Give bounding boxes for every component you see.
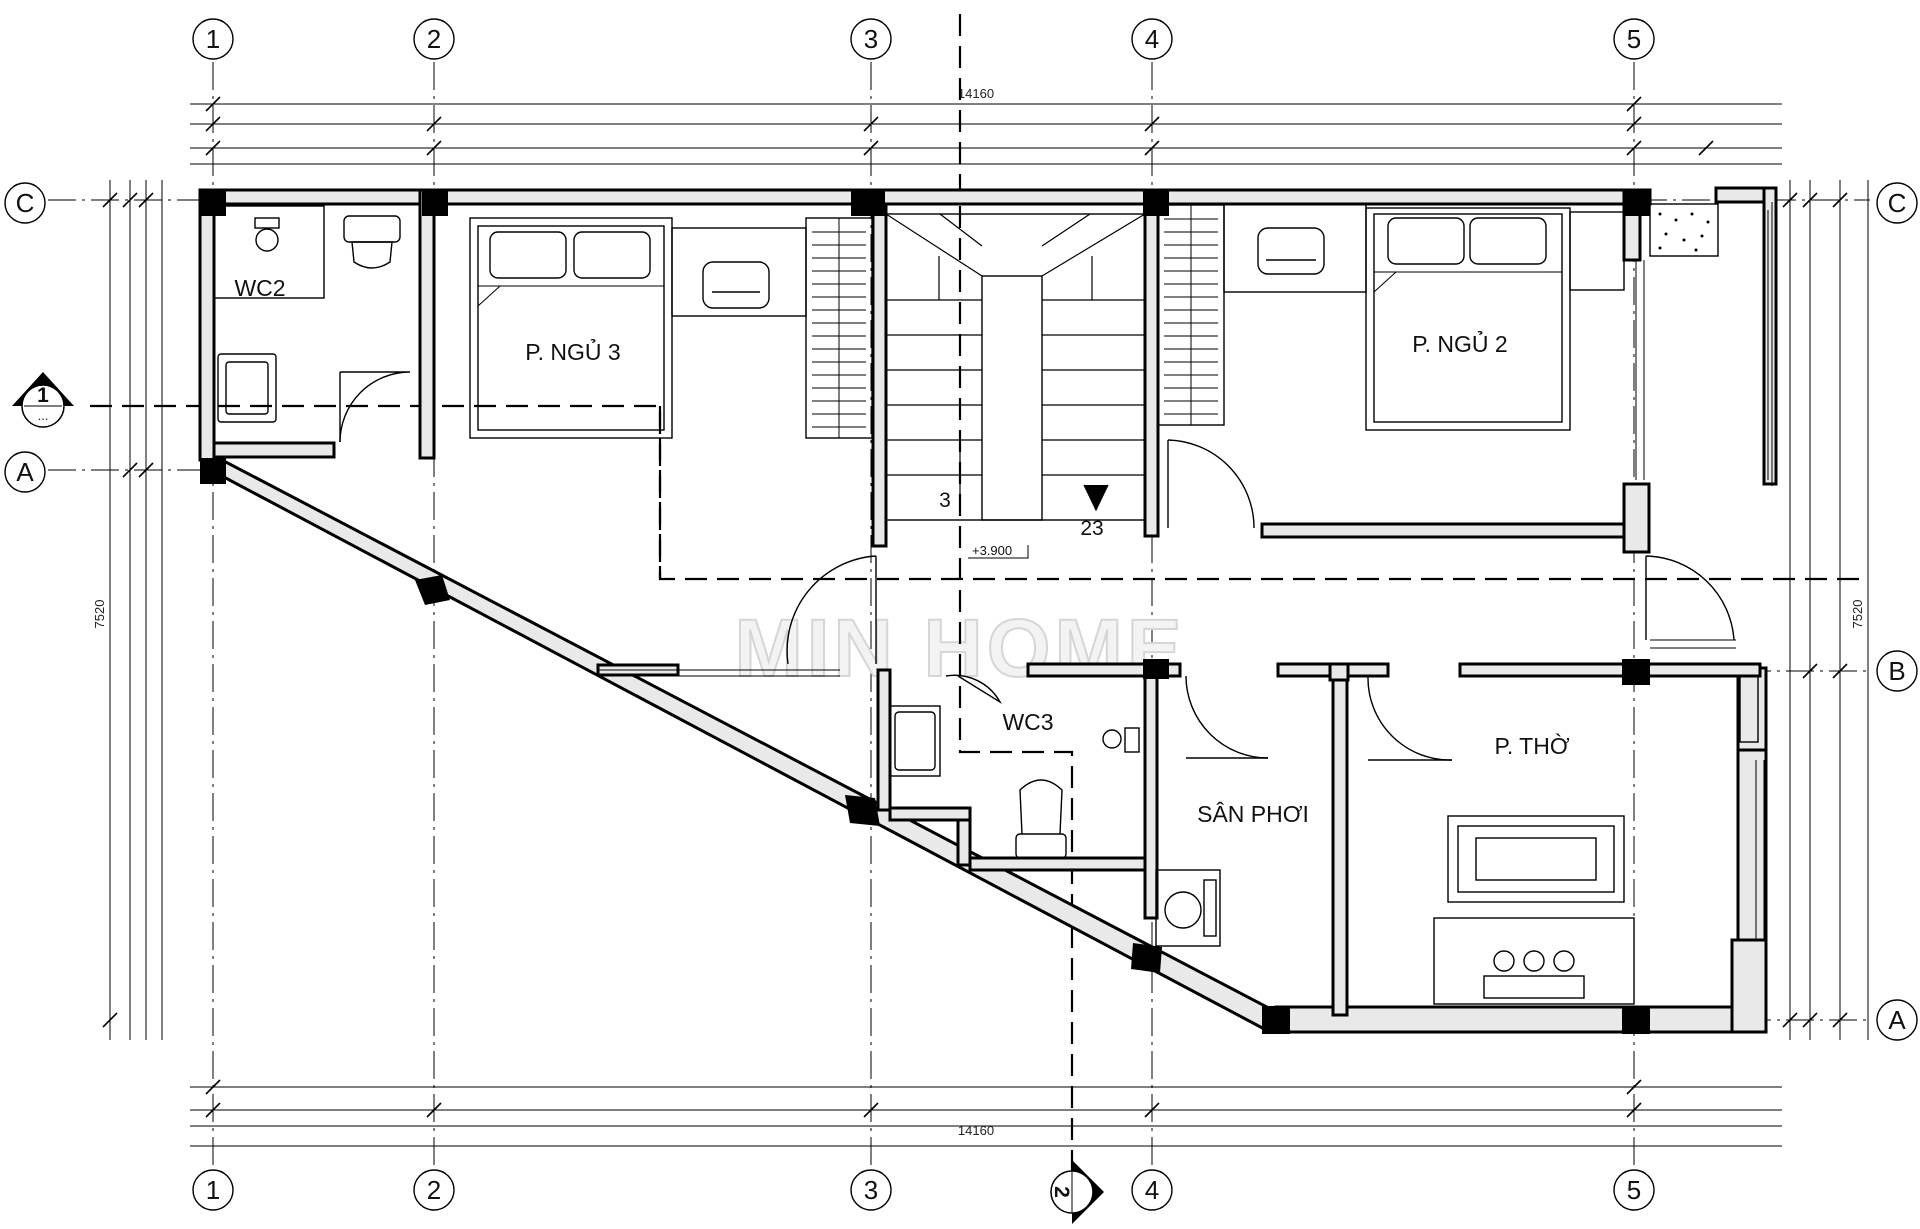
section-marker-1-sheet: ... [38,408,49,423]
dimension-left-total: 7520 [92,600,107,629]
stair-step-start: 3 [939,489,951,512]
section-marker-1 [12,372,74,428]
grid-bubbles-top [192,18,1655,60]
svg-text:+3.900: +3.900 [972,543,1012,558]
grid-label-top-4: 4 [1145,24,1159,54]
grid-bubbles-left [4,182,46,493]
dimension-bottom-total: 14160 [958,1123,994,1138]
dimension-right-total: 7520 [1850,600,1865,629]
planter-box [1635,202,1773,940]
section-marker-1-number: 1 [37,384,49,407]
room-label-wc2: WC2 [234,275,285,301]
dimension-ticks [102,96,1848,1118]
dimension-lines [109,103,1869,1147]
columns [200,190,1650,1034]
wc3-fixtures [889,705,1140,859]
grid-label-bottom-3: 3 [864,1175,878,1205]
desk-chair-bedroom2 [1223,203,1625,293]
grid-bubbles-right [1876,182,1918,1041]
doors [786,439,1735,761]
altar-table [1447,815,1625,903]
room-label-drying-yard: SÂN PHƠI [1197,801,1309,827]
grid-label-bottom-5: 5 [1627,1175,1641,1205]
grid-label-right-b: B [1888,656,1905,686]
section-marker-2 [1050,1160,1104,1224]
staircase [885,213,1146,521]
dimension-top-total: 14160 [958,86,994,101]
grid-label-right-a: A [1888,1005,1906,1035]
wardrobe-bedroom2 [1157,204,1225,426]
grid-label-left-c: C [16,188,35,218]
grid-label-bottom-1: 1 [206,1175,220,1205]
desk-chair-bedroom3 [671,227,807,317]
grid-label-top-3: 3 [864,24,878,54]
grid-label-bottom-2: 2 [427,1175,441,1205]
room-label-altar-room: P. THỜ [1494,733,1569,759]
grid-label-bottom-4: 4 [1145,1175,1159,1205]
watermark-logo: MIN HOME [734,603,1185,694]
room-label-wc3: WC3 [1002,709,1053,735]
bed-bedroom2 [1365,207,1571,431]
grid-label-top-1: 1 [206,24,220,54]
level-marker: +3.900 [968,543,1029,559]
wc2-fixtures [213,205,411,443]
stair-step-end: 23 [1080,517,1103,540]
grid-label-top-2: 2 [427,24,441,54]
bed-bedroom3 [469,217,673,439]
wardrobe-bedroom3 [805,217,873,439]
washing-machine [1155,869,1221,947]
grid-label-right-c: C [1888,188,1907,218]
grid-bubbles-bottom [192,1169,1655,1211]
section-cut-lines [90,14,1866,1190]
window-glazing-bottom [598,669,840,677]
section-marker-2-number: 2 [1050,1186,1073,1198]
room-label-bedroom3: P. NGỦ 3 [525,337,620,365]
altar-cabinet [1433,917,1635,1005]
room-label-bedroom2: P. NGỦ 2 [1412,329,1507,357]
grid-label-left-a: A [16,457,34,487]
grid-label-top-5: 5 [1627,24,1641,54]
